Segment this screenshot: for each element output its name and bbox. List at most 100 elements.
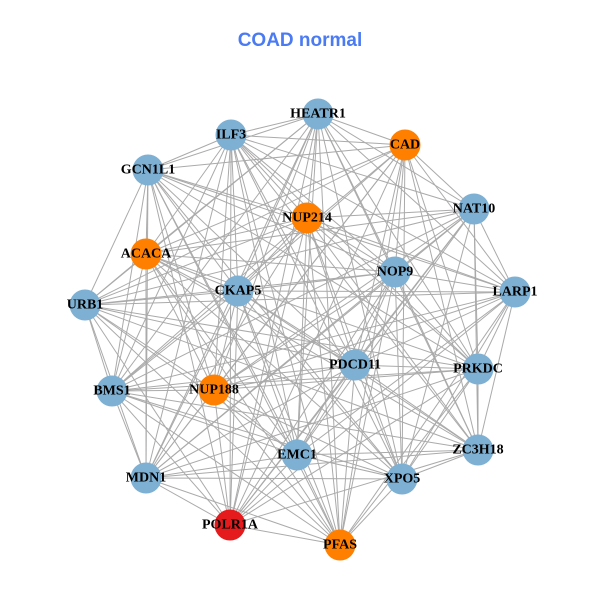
edge-PRKDC-PFAS: [339, 368, 479, 546]
node-label: PDCD11: [329, 358, 381, 373]
edge-CKAP5-URB1: [84, 290, 239, 306]
node-label: URB1: [67, 298, 104, 313]
edge-CKAP5-EMC1: [237, 290, 298, 456]
edge-GCN1L1-LARP1: [147, 169, 516, 293]
node-circle: [130, 462, 162, 494]
edge-NUP214-ACACA: [145, 217, 308, 255]
node-circle: [281, 439, 313, 471]
node-label: HEATR1: [290, 107, 346, 122]
edge-CAD-NAT10: [404, 144, 475, 210]
edge-CAD-ZC3H18: [404, 144, 479, 451]
edges: [84, 113, 516, 546]
edge-ILF3-NAT10: [230, 134, 475, 210]
edge-NOP9-POLR1A: [229, 271, 396, 526]
edge-NOP9-ZC3H18: [394, 271, 479, 451]
edge-NAT10-NUP188: [213, 208, 475, 391]
node-circle: [458, 193, 490, 225]
node-label: PFAS: [323, 538, 357, 553]
edge-URB1-POLR1A: [84, 304, 231, 526]
edge-PRKDC-POLR1A: [229, 368, 479, 526]
edge-ACACA-NOP9: [145, 253, 396, 273]
edge-NUP188-POLR1A: [213, 389, 231, 526]
node-label: EMC1: [277, 448, 317, 463]
edge-NAT10-URB1: [84, 208, 475, 306]
edge-NUP214-LARP1: [306, 217, 516, 293]
edge-NAT10-XPO5: [401, 208, 475, 480]
edge-ACACA-XPO5: [145, 253, 403, 480]
edge-HEATR1-POLR1A: [229, 113, 319, 526]
node-mdn1: MDN1: [126, 462, 166, 494]
edge-GCN1L1-POLR1A: [147, 169, 231, 526]
node-nop9: NOP9: [377, 256, 413, 288]
edge-LARP1-ZC3H18: [477, 291, 516, 451]
node-urb1: URB1: [67, 289, 104, 321]
edge-ILF3-NUP214: [230, 134, 308, 219]
node-larp1: LARP1: [492, 276, 538, 308]
edge-BMS1-PFAS: [111, 390, 341, 546]
node-circle: [214, 509, 246, 541]
edge-CKAP5-XPO5: [237, 290, 403, 480]
edge-EMC1-MDN1: [145, 454, 298, 479]
edge-POLR1A-PFAS: [229, 524, 341, 546]
edge-MDN1-POLR1A: [145, 477, 231, 526]
edge-ACACA-NUP188: [145, 253, 215, 391]
edge-CAD-ILF3: [230, 134, 406, 146]
edge-CKAP5-PFAS: [237, 290, 341, 546]
edge-LARP1-XPO5: [401, 291, 516, 480]
node-circle: [499, 276, 531, 308]
node-pfas: PFAS: [323, 529, 357, 561]
edge-PDCD11-NUP188: [213, 364, 356, 391]
edge-NUP214-BMS1: [111, 217, 308, 392]
edge-GCN1L1-URB1: [84, 169, 149, 306]
node-circle: [215, 119, 247, 151]
node-label: LARP1: [492, 285, 537, 300]
edge-NOP9-LARP1: [394, 271, 516, 293]
edge-NOP9-PDCD11: [354, 271, 396, 366]
node-heatr1: HEATR1: [290, 98, 346, 130]
node-label: ACACA: [121, 247, 172, 262]
figure-title: COAD normal: [237, 30, 363, 51]
node-acaca: ACACA: [121, 238, 172, 270]
edge-CAD-GCN1L1: [147, 144, 406, 171]
edge-PRKDC-XPO5: [401, 368, 479, 480]
edge-NOP9-PRKDC: [394, 271, 479, 370]
edge-URB1-NUP188: [84, 304, 215, 391]
node-cad: CAD: [389, 129, 421, 161]
edge-BMS1-NUP188: [111, 389, 215, 392]
node-circle: [389, 129, 421, 161]
edge-GCN1L1-NUP214: [147, 169, 308, 219]
edge-GCN1L1-BMS1: [111, 169, 149, 392]
node-label: PRKDC: [453, 362, 503, 377]
edge-PDCD11-PFAS: [339, 364, 356, 546]
edge-URB1-PDCD11: [84, 304, 356, 366]
nodes: HEATR1CADILF3GCN1L1NAT10NUP214ACACANOP9L…: [67, 98, 538, 561]
edge-CAD-NOP9: [394, 144, 406, 273]
node-label: BMS1: [93, 384, 130, 399]
node-circle: [324, 529, 356, 561]
node-circle: [379, 256, 411, 288]
edge-BMS1-MDN1: [111, 390, 147, 479]
edge-BMS1-EMC1: [111, 390, 298, 456]
node-circle: [222, 275, 254, 307]
edge-LARP1-URB1: [84, 291, 516, 306]
node-circle: [96, 375, 128, 407]
edge-URB1-EMC1: [84, 304, 298, 456]
edge-HEATR1-NUP188: [213, 113, 319, 391]
edge-BMS1-POLR1A: [111, 390, 231, 526]
edge-GCN1L1-PRKDC: [147, 169, 479, 370]
edge-ACACA-EMC1: [145, 253, 298, 456]
edge-PDCD11-XPO5: [354, 364, 403, 480]
edge-NUP188-EMC1: [213, 389, 298, 456]
edge-CAD-POLR1A: [229, 144, 406, 526]
edge-ILF3-POLR1A: [229, 134, 232, 526]
edge-CAD-PDCD11: [354, 144, 406, 366]
node-label: CAD: [390, 138, 420, 153]
edge-PDCD11-MDN1: [145, 364, 356, 479]
edge-NUP188-MDN1: [145, 389, 215, 479]
node-emc1: EMC1: [277, 439, 317, 471]
node-label: GCN1L1: [121, 163, 175, 178]
edge-NUP188-PFAS: [213, 389, 341, 546]
edge-NAT10-NUP214: [306, 208, 475, 219]
edge-NUP214-URB1: [84, 217, 308, 306]
node-label: MDN1: [126, 471, 166, 486]
